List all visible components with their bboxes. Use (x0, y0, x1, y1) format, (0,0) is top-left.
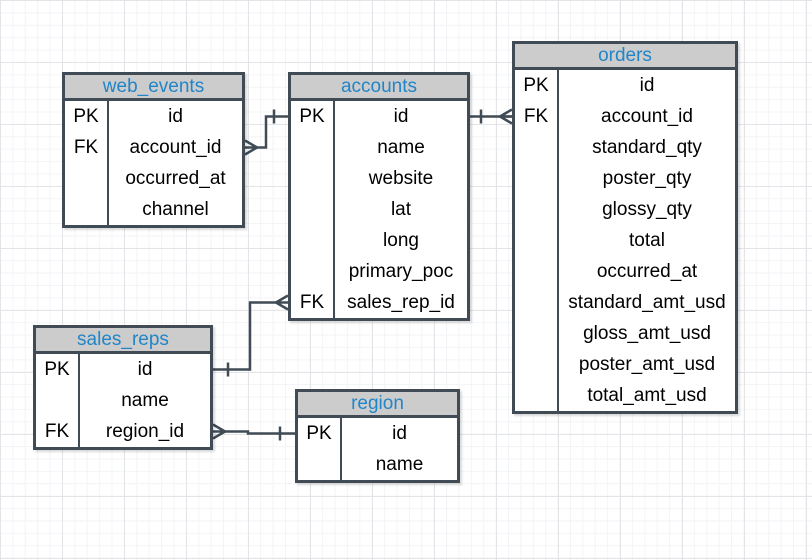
attribute-name: id (137, 359, 153, 380)
table-region: region PK id name (295, 389, 460, 483)
connector-accounts-sales_reps (213, 294, 289, 377)
connector-web_events-accounts (244, 109, 288, 156)
key-label (291, 132, 333, 163)
attribute-name: name (375, 454, 424, 475)
key-label (515, 256, 557, 287)
attribute-column: id name website lat long primary_poc sal… (335, 101, 467, 318)
wire (225, 430, 295, 435)
key-label (291, 194, 333, 225)
key-label: PK (523, 75, 549, 96)
table-title: sales_reps (36, 328, 210, 354)
key-label (515, 225, 557, 256)
key-label (515, 380, 557, 411)
crows-foot-many-icon (275, 294, 289, 311)
attribute-name: id (392, 423, 407, 444)
key-column: PK FK (65, 101, 109, 225)
attribute-name: poster_qty (602, 168, 692, 189)
key-label (515, 132, 557, 163)
key-label: FK (44, 421, 70, 442)
attribute-name: occurred_at (596, 261, 698, 282)
table-sales_reps: sales_reps PK FK id name region_id (33, 325, 213, 450)
attribute-name: total (629, 230, 665, 251)
key-label: FK (523, 106, 549, 127)
key-label: PK (299, 106, 325, 127)
attribute-name: account_id (601, 106, 693, 127)
wire (213, 301, 276, 371)
key-label (515, 194, 557, 225)
key-label (291, 163, 333, 194)
attribute-name: region_id (105, 421, 185, 442)
attribute-name: occurred_at (125, 168, 226, 189)
key-label (515, 349, 557, 380)
attribute-name: id (393, 106, 409, 127)
table-title: accounts (291, 75, 467, 101)
attribute-name: account_id (129, 137, 222, 158)
attribute-name: primary_poc (348, 261, 454, 282)
table-orders: orders PK FK id account_id standard_qty … (512, 41, 738, 414)
attribute-column: id account_id occurred_at channel (109, 101, 242, 225)
attribute-column: id account_id standard_qty poster_qty gl… (559, 70, 735, 411)
key-column: PK FK (36, 354, 80, 447)
attribute-name: lat (390, 199, 412, 220)
key-column: PK (298, 418, 342, 480)
table-title: web_events (65, 75, 242, 101)
attribute-name: long (383, 230, 419, 251)
key-column: PK FK (291, 101, 335, 318)
crows-foot-many-icon (244, 139, 258, 156)
attribute-name: name (377, 137, 425, 158)
attribute-name: poster_amt_usd (578, 354, 716, 375)
key-label (515, 163, 557, 194)
attribute-name: id (168, 106, 183, 127)
attribute-name: name (121, 390, 169, 411)
attribute-name: glossy_qty (602, 199, 692, 220)
wire (257, 115, 288, 149)
connector-accounts-orders (470, 108, 513, 125)
key-label: PK (73, 106, 99, 127)
attribute-name: website (368, 168, 434, 189)
key-label: PK (44, 359, 70, 380)
attribute-name: gloss_amt_usd (583, 323, 711, 344)
key-label: PK (306, 423, 332, 444)
crows-foot-many-icon (499, 108, 513, 125)
key-label (515, 318, 557, 349)
attribute-name: standard_amt_usd (568, 292, 726, 313)
key-label (291, 225, 333, 256)
table-title: region (298, 392, 457, 418)
connector-sales_reps-region (212, 423, 295, 441)
table-accounts: accounts PK FK id name website lat long … (288, 72, 470, 321)
attribute-name: total_amt_usd (587, 385, 707, 406)
attribute-name: channel (142, 199, 209, 220)
key-label (298, 449, 340, 480)
key-label (65, 194, 107, 225)
attribute-column: id name region_id (80, 354, 210, 447)
crows-foot-many-icon (212, 423, 226, 440)
key-label: FK (299, 292, 325, 313)
key-label (65, 163, 107, 194)
attribute-name: id (639, 75, 655, 96)
attribute-column: id name (342, 418, 457, 480)
attribute-name: standard_qty (592, 137, 702, 158)
key-label (36, 385, 78, 416)
key-column: PK FK (515, 70, 559, 411)
key-label (515, 287, 557, 318)
attribute-name: sales_rep_id (347, 292, 455, 313)
key-label: FK (73, 137, 99, 158)
table-web_events: web_events PK FK id account_id occurred_… (62, 72, 245, 228)
table-title: orders (515, 44, 735, 70)
key-label (291, 256, 333, 287)
